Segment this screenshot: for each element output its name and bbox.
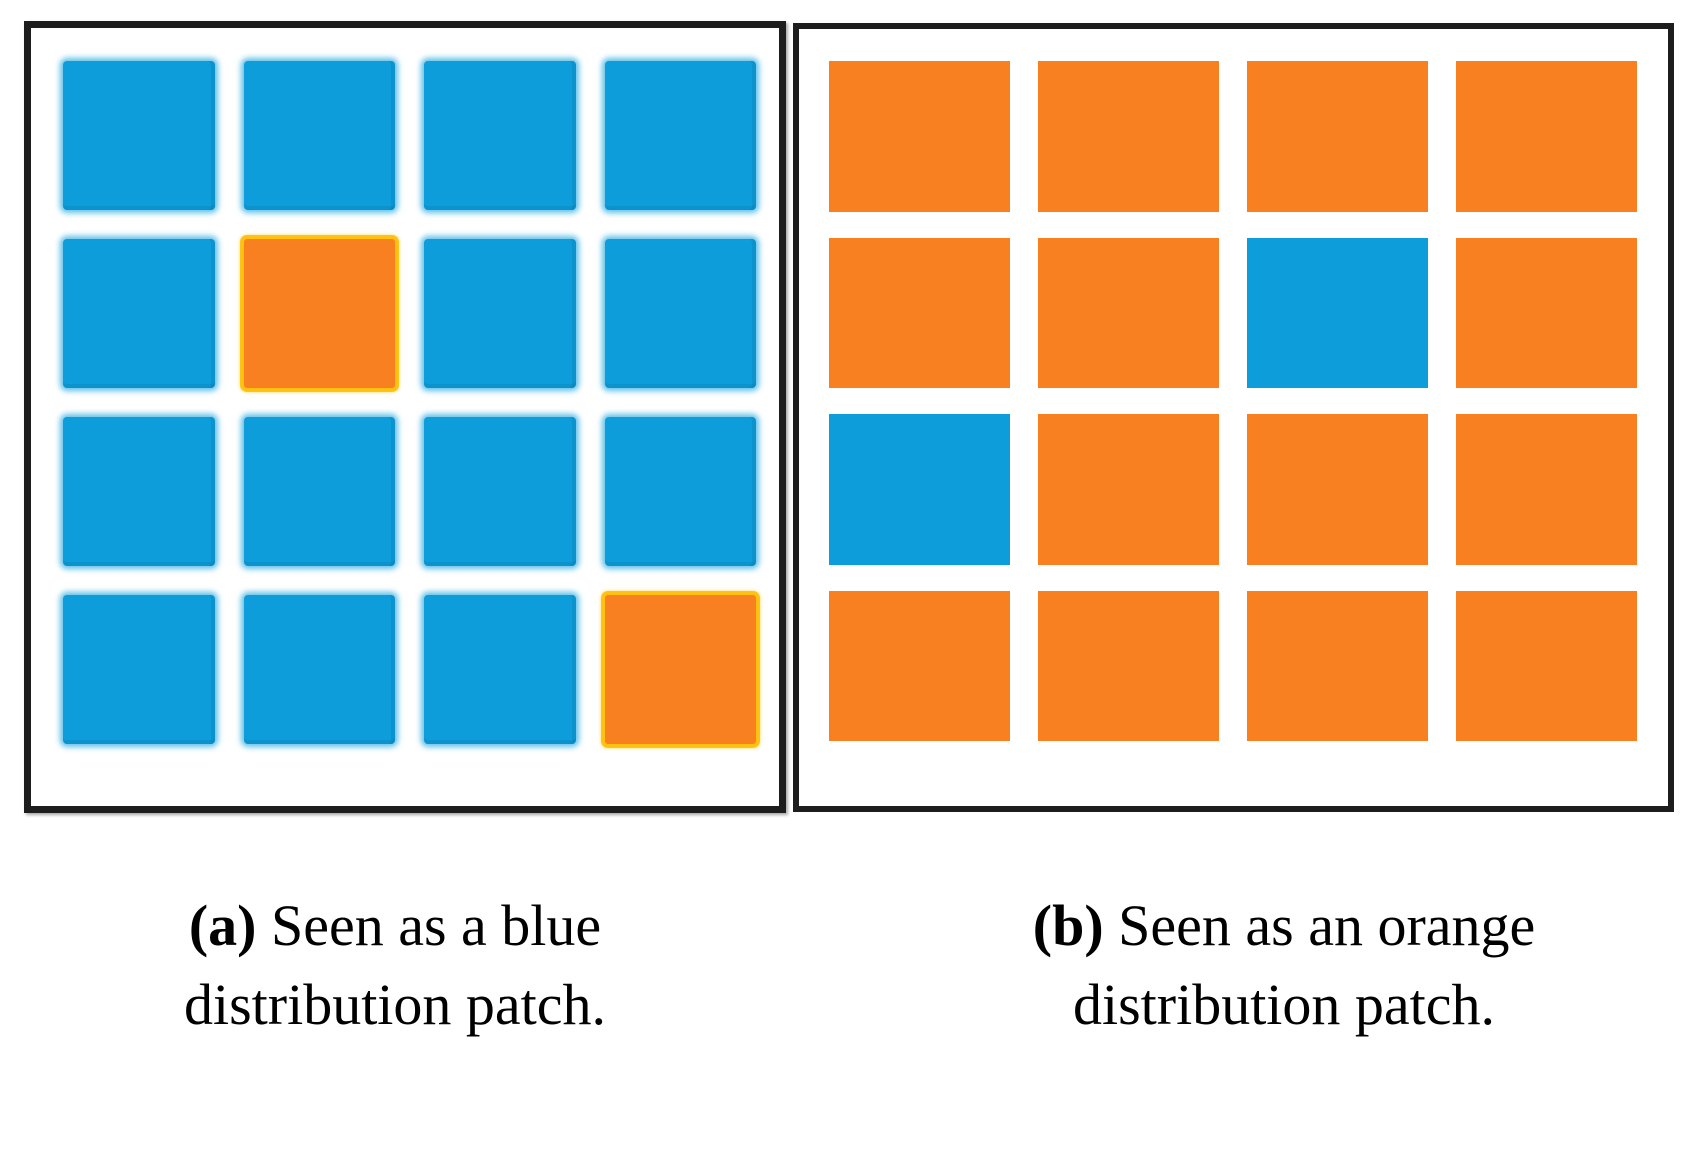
tile-a-r4c3 (424, 595, 576, 744)
figure-captions: (a) Seen as a blue distribution patch. (… (0, 845, 1700, 1161)
tile-b-r2c1 (829, 237, 1010, 388)
tile-a-r1c2 (243, 61, 395, 210)
tile-b-r4c3 (1247, 590, 1428, 741)
figure-panels-row (24, 21, 1674, 813)
tile-b-r3c3 (1247, 414, 1428, 565)
tile-b-r1c1 (829, 61, 1010, 212)
tile-a-r3c1 (63, 417, 215, 566)
caption-a-line1: (a) Seen as a blue (0, 887, 790, 966)
tile-a-r2c2-odd-orange (243, 239, 395, 388)
tile-b-r2c2 (1038, 237, 1219, 388)
tile-b-r1c4 (1456, 61, 1637, 212)
caption-b-line1: (b) Seen as an orange (868, 887, 1700, 966)
tile-a-r4c1 (63, 595, 215, 744)
grid-b (829, 61, 1637, 741)
caption-b-tag: (b) (1032, 893, 1104, 958)
tile-b-r2c4 (1456, 237, 1637, 388)
tile-b-r1c3 (1247, 61, 1428, 212)
tile-b-r4c1 (829, 590, 1010, 741)
tile-a-r1c3 (424, 61, 576, 210)
tile-a-r2c1 (63, 239, 215, 388)
tile-b-r2c3-odd-blue (1247, 237, 1428, 388)
caption-a: (a) Seen as a blue distribution patch. (0, 845, 850, 1161)
tile-a-r1c1 (63, 61, 215, 210)
caption-b: (b) Seen as an orange distribution patch… (850, 845, 1700, 1161)
tile-a-r4c2 (243, 595, 395, 744)
tile-b-r4c2 (1038, 590, 1219, 741)
tile-a-r4c4-odd-orange (604, 595, 756, 744)
tile-b-r1c2 (1038, 61, 1219, 212)
tile-b-r3c4 (1456, 414, 1637, 565)
tile-b-r4c4 (1456, 590, 1637, 741)
tile-b-r3c2 (1038, 414, 1219, 565)
tile-a-r2c4 (604, 239, 756, 388)
panel-b-orange-patch (793, 23, 1674, 812)
panel-a-blue-patch (24, 21, 786, 813)
tile-a-r1c4 (604, 61, 756, 210)
caption-a-line2: distribution patch. (183, 971, 607, 1037)
tile-b-r3c1-odd-blue (829, 414, 1010, 565)
tile-a-r3c2 (243, 417, 395, 566)
caption-b-line1-text: Seen as an orange (1118, 893, 1536, 958)
tile-a-r2c3 (424, 239, 576, 388)
tile-a-r3c3 (424, 417, 576, 566)
caption-b-line2: distribution patch. (1072, 971, 1496, 1037)
caption-a-line1-text: Seen as a blue (270, 893, 602, 958)
grid-a (63, 61, 756, 744)
caption-a-tag: (a) (188, 893, 257, 958)
tile-a-r3c4 (604, 417, 756, 566)
